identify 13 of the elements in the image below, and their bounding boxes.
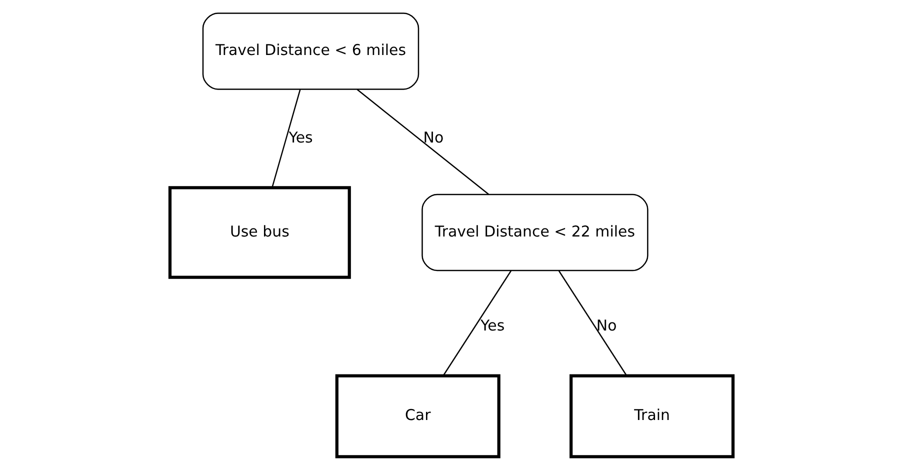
edge-label: No bbox=[422, 128, 444, 146]
node-box: Car bbox=[334, 374, 500, 458]
node-box: Travel Distance < 6 miles bbox=[202, 12, 419, 90]
node-box: Travel Distance < 22 miles bbox=[421, 194, 648, 272]
edge-label: No bbox=[596, 316, 616, 334]
node-box: Train bbox=[569, 374, 734, 458]
connector bbox=[356, 89, 488, 195]
node-box: Use bus bbox=[168, 186, 350, 279]
connector bbox=[271, 89, 300, 188]
connector bbox=[558, 270, 627, 376]
connector bbox=[442, 270, 511, 376]
edge-label: Yes bbox=[288, 128, 312, 146]
edge-label: Yes bbox=[480, 316, 504, 334]
